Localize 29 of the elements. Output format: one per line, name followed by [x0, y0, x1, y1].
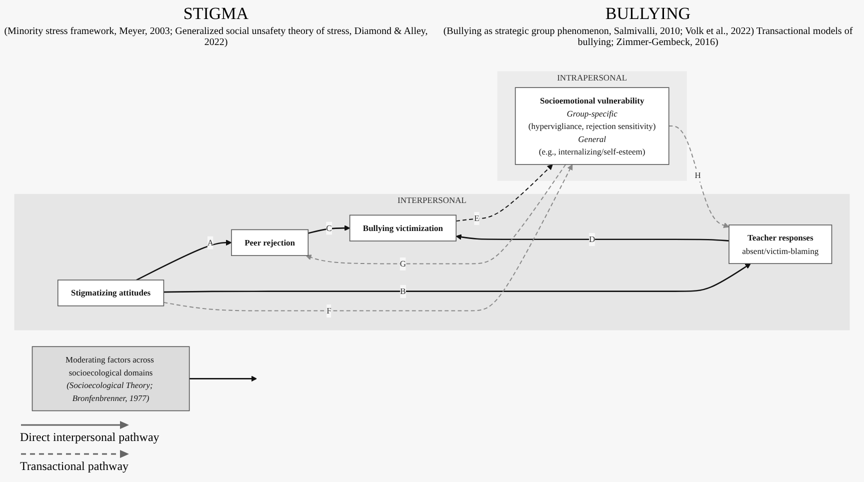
arrow	[163, 164, 573, 312]
edge-label: G	[400, 258, 406, 268]
node-box: Socioemotional vulnerability Group-specific (hypervigliance, rejection sensitivity) General (e.g., internalizing/self-esteem)	[514, 87, 670, 165]
edge-label: H	[694, 170, 701, 180]
arrow	[306, 164, 566, 264]
node-box: Moderating factors across socioecological domains (Socioecological Theory; Bronfenbrenner, 1977)	[32, 346, 190, 412]
column-heading: STIGMA	[183, 4, 249, 24]
node-box: Peer rejection	[231, 229, 309, 256]
arrow	[189, 376, 257, 382]
arrow	[136, 240, 232, 281]
arrow	[164, 263, 751, 293]
edge-label: E	[474, 213, 480, 224]
edge-label: F	[326, 306, 332, 316]
edge-label: A	[207, 238, 214, 248]
edge-label: B	[400, 286, 406, 296]
legend-label: Transactional pathway	[20, 459, 130, 474]
arrow	[456, 164, 553, 222]
node-box: Teacher responses absent/victim-blaming	[728, 224, 832, 264]
legend-label: Direct interpersonal pathway	[20, 430, 160, 445]
citation-text: (Bullying as strategic group phenomenon, Salmivalli, 2010; Volk et al., 2022) Transactional models of bullying; Zimmer-Gembeck, 2016)	[442, 26, 854, 48]
edge-label: C	[326, 223, 332, 233]
arrow	[308, 225, 350, 234]
citation-text: (Minority stress framework, Meyer, 2003; Generalized social unsafety theory of stress, Diamond & Alley, 2022)	[3, 26, 429, 48]
column-heading: BULLYING	[605, 4, 691, 24]
arrow	[668, 126, 730, 228]
node-box: Bullying victimization	[349, 214, 457, 242]
edge-label: D	[589, 234, 596, 244]
node-box: Stigmatizing attitudes	[57, 280, 164, 306]
arrow	[456, 234, 730, 242]
